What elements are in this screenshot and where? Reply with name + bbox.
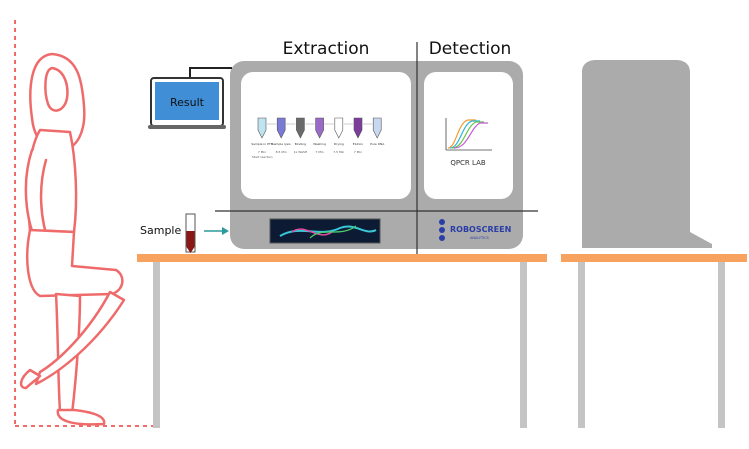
step-label: Pure DNA (370, 142, 385, 146)
left-table-leg-left (153, 262, 160, 428)
sample-label: Sample (140, 224, 181, 237)
qpcr-lab-label: QPCR LAB (450, 159, 486, 167)
sample-tube-icon (185, 213, 196, 253)
tube-icon (257, 117, 267, 139)
step-time: 7.5 Min (333, 150, 344, 154)
brand-subtitle: ANALYTICS (470, 236, 490, 240)
right-table-top (561, 254, 747, 262)
tube-icon (334, 117, 344, 139)
arrow-icon (204, 227, 229, 235)
qpcr-curves-icon (445, 118, 492, 151)
extraction-steps: Sample in PTB 7 Min Sample lysis 8.5 Min Bin… (251, 117, 385, 159)
person-outline (19, 52, 126, 426)
step-time: 1x WASH (294, 150, 308, 154)
tube-icon (315, 117, 324, 139)
step-label: Sample in PTB (251, 142, 273, 146)
extraction-heading: Extraction (283, 39, 370, 59)
left-table-top (137, 254, 547, 262)
right-table-leg-right (718, 262, 725, 428)
detection-heading: Detection (429, 39, 512, 59)
tube-icon (296, 117, 305, 139)
step-time: 7 Min (354, 150, 362, 154)
step-time: 8.5 Min (276, 150, 287, 154)
step-label: Washing (313, 142, 326, 146)
tube-icon (276, 117, 286, 139)
tube-icon (372, 117, 382, 139)
step-time: 7 Min (316, 150, 324, 154)
brand-name: ROBOSCREEN (450, 225, 511, 234)
step-label: Drying (334, 142, 344, 146)
left-table-leg-right (520, 262, 527, 428)
step-label: Binding (295, 142, 306, 146)
display-glow (279, 225, 377, 237)
step-time: 7 Min (258, 150, 266, 154)
step-label: Elution (353, 142, 363, 146)
start-note: Start reaction (252, 155, 273, 159)
extraction-window (241, 72, 411, 199)
second-device (582, 60, 712, 248)
tube-icon (353, 117, 363, 139)
step-label: Sample lysis (272, 142, 291, 146)
roboscreen-logo-icon (439, 219, 445, 241)
monitor-icon (148, 67, 232, 129)
right-table-leg-left (578, 262, 585, 428)
result-label: Result (170, 96, 205, 109)
detection-window (424, 72, 513, 199)
